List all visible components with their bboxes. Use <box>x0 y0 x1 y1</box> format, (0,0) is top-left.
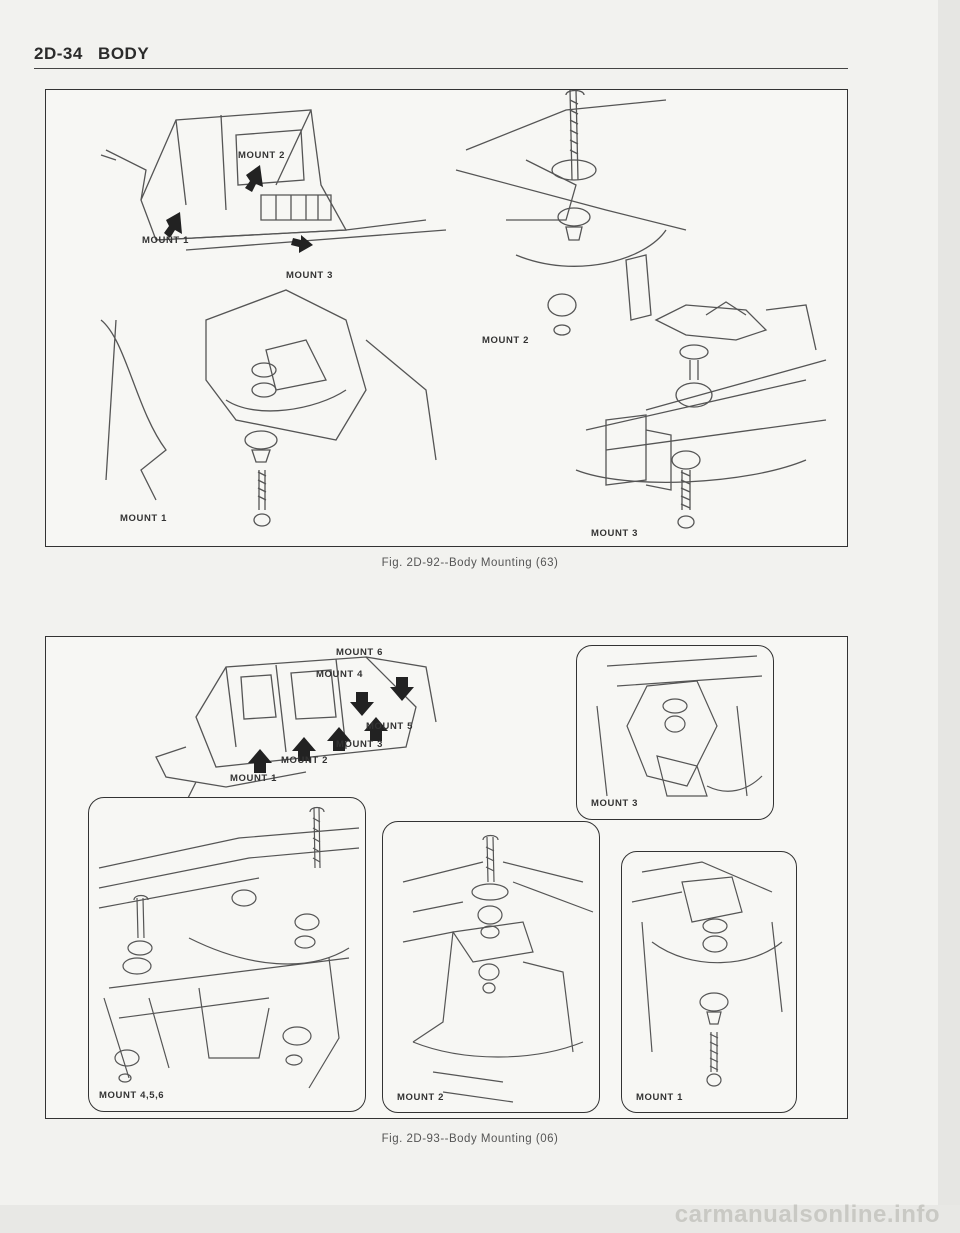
label-mount-1-overview: MOUNT 1 <box>142 235 189 246</box>
inset-mount-4-5-6-illustration <box>98 806 360 1089</box>
inset-label-mount-2: MOUNT 2 <box>397 1092 444 1103</box>
inset-mount-4-5-6: MOUNT 4,5,6 <box>88 797 366 1112</box>
section-number: 2D-34 <box>34 44 83 63</box>
inset-label-mount-3: MOUNT 3 <box>591 798 638 809</box>
page-header: 2D-34 BODY <box>34 44 149 64</box>
figure-body-mounting-06: MOUNT 6 MOUNT 4 MOUNT 5 MOUNT 3 MOUNT 2 … <box>45 636 848 1119</box>
inset-mount-2: MOUNT 2 <box>382 821 600 1113</box>
label-mount-5: MOUNT 5 <box>366 721 413 732</box>
inset-label-mount-4-5-6: MOUNT 4,5,6 <box>99 1090 165 1101</box>
inset-mount-3-illustration <box>596 655 763 797</box>
inset-mount-1-illustration <box>631 861 783 1087</box>
figure-caption-93: Fig. 2D-93--Body Mounting (06) <box>381 1133 559 1145</box>
label-mount-4: MOUNT 4 <box>316 669 363 680</box>
page-edge-bottom <box>0 1205 960 1233</box>
label-mount-3-detail: MOUNT 3 <box>591 528 638 539</box>
figure-caption-92: Fig. 2D-92--Body Mounting (63) <box>381 557 559 569</box>
page-edge <box>938 0 960 1233</box>
body-mounting-06-overview-illustration <box>155 656 437 803</box>
label-mount-6: MOUNT 6 <box>336 647 383 658</box>
label-mount-2: MOUNT 2 <box>281 755 328 766</box>
inset-mount-1: MOUNT 1 <box>621 851 797 1113</box>
figure-body-mounting-63: MOUNT 1 MOUNT 2 MOUNT 3 MOUNT 1 MOUNT 2 … <box>45 89 848 547</box>
inset-mount-3: MOUNT 3 <box>576 645 774 820</box>
inset-mount-2-illustration <box>402 834 594 1103</box>
label-mount-1: MOUNT 1 <box>230 773 277 784</box>
label-mount-3: MOUNT 3 <box>336 739 383 750</box>
body-mounting-63-illustration <box>100 90 827 529</box>
label-mount-2-detail: MOUNT 2 <box>482 335 529 346</box>
label-mount-2-overview: MOUNT 2 <box>238 150 285 161</box>
label-mount-1-detail: MOUNT 1 <box>120 513 167 524</box>
inset-label-mount-1: MOUNT 1 <box>636 1092 683 1103</box>
section-title: BODY <box>98 44 150 63</box>
header-rule <box>34 68 848 69</box>
watermark: carmanualsonline.info <box>674 1201 940 1228</box>
label-mount-3-overview: MOUNT 3 <box>286 270 333 281</box>
